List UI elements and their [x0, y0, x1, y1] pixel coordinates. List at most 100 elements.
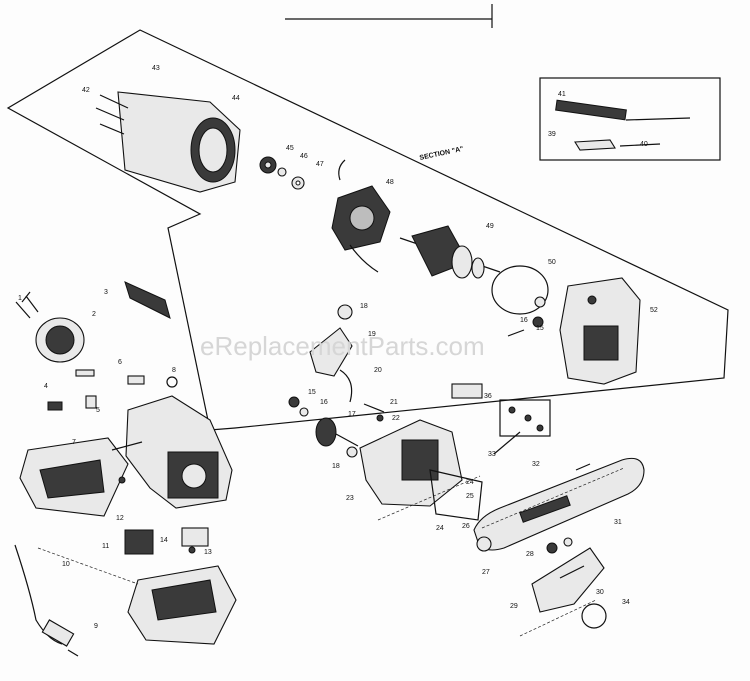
- part-34-ring: [581, 603, 607, 629]
- power-cord: [14, 544, 63, 645]
- screw-1b: [25, 295, 39, 313]
- callout-4: 4: [44, 383, 48, 390]
- callout-42: 42: [82, 87, 90, 94]
- part-28-nut: [546, 542, 558, 554]
- part-18-knob: [337, 304, 353, 320]
- part-48-lead-wire: [349, 244, 379, 273]
- part-41-file-guide: [555, 99, 627, 121]
- callout-36: 36: [484, 393, 492, 400]
- part-11-switch: [124, 529, 154, 555]
- callout-32: 32: [532, 461, 540, 468]
- callout-44: 44: [232, 95, 240, 102]
- callout-15-center: 15: [308, 389, 316, 396]
- part-3-brush-spring: [124, 281, 171, 319]
- plug: [41, 619, 75, 647]
- chain-link-c: [536, 424, 544, 432]
- leader-10: [37, 547, 139, 585]
- callout-11: 11: [102, 543, 109, 550]
- part-33-chain-group: [499, 399, 551, 437]
- part-27-sprocket-nose: [476, 536, 492, 552]
- callout-13: 13: [204, 549, 212, 556]
- part-10-handle-grip: [151, 579, 217, 621]
- callout-18-bottom: 18: [332, 463, 340, 470]
- callout-29: 29: [510, 603, 518, 610]
- callout-22: 22: [392, 415, 400, 422]
- callout-1: 1: [18, 295, 22, 302]
- part-15-nut-right: [532, 316, 544, 328]
- plug-prong: [67, 649, 79, 657]
- leader-33: [493, 431, 521, 455]
- callout-34: 34: [622, 599, 630, 606]
- part-48-bore: [349, 205, 375, 231]
- part-8-brush-holder: [127, 375, 145, 385]
- part-6-cap: [85, 395, 97, 409]
- part-21-bolt: [363, 403, 385, 413]
- part-22-nut: [376, 414, 384, 422]
- screw-42a: [99, 94, 129, 109]
- leader-1: [21, 291, 31, 303]
- chain-link-b: [524, 414, 532, 422]
- part-48-wire-top: [338, 159, 346, 181]
- callout-8: 8: [172, 367, 176, 374]
- callout-40: 40: [640, 141, 648, 148]
- part-12-screw: [118, 476, 126, 484]
- callout-16-center: 16: [320, 399, 328, 406]
- callout-52: 52: [650, 307, 658, 314]
- part-5-brush: [75, 369, 95, 377]
- callout-31: 31: [614, 519, 622, 526]
- part-40-rod: [619, 143, 661, 147]
- watermark: eReplacementParts.com: [200, 331, 485, 361]
- screw-42c: [99, 123, 125, 135]
- inset-box: [539, 77, 721, 161]
- part-41-rod: [625, 117, 691, 121]
- part-49-fan: [471, 257, 485, 279]
- callout-30: 30: [596, 589, 604, 596]
- callout-20: 20: [374, 367, 382, 374]
- part-28-washer: [563, 537, 573, 547]
- callout-45: 45: [286, 145, 294, 152]
- callout-33: 33: [488, 451, 496, 458]
- part-52-boss: [587, 295, 597, 305]
- callout-18-top: 18: [360, 303, 368, 310]
- callout-24-right: 24: [466, 479, 474, 486]
- part-16-bearing-right: [534, 296, 546, 308]
- callout-17: 17: [348, 411, 356, 418]
- callout-16-right: 16: [520, 317, 528, 324]
- screw-1a: [15, 301, 31, 319]
- part-17-sprocket: [315, 417, 337, 447]
- part-49-commutator: [451, 245, 473, 279]
- part-16-washer: [299, 407, 309, 417]
- leader-9: [111, 441, 143, 451]
- part-52-recess: [583, 325, 619, 361]
- motor-housing-bore: [181, 463, 207, 489]
- part-9-handle-grip: [39, 459, 105, 499]
- callout-14: 14: [160, 537, 168, 544]
- callout-5: 5: [96, 407, 100, 414]
- part-15-nut: [288, 396, 300, 408]
- callout-12: 12: [116, 515, 124, 522]
- callout-21: 21: [390, 399, 398, 406]
- callout-23: 23: [346, 495, 354, 502]
- part-30-cover-rib: [559, 565, 585, 579]
- part-7-clip: [166, 376, 178, 388]
- leader-24: [377, 475, 481, 521]
- screw-42b: [95, 107, 125, 121]
- part-47-washer-hole: [295, 180, 301, 186]
- part-36-chain-link: [451, 383, 483, 399]
- callout-15-right: 15: [536, 325, 544, 332]
- part-23-gear-case-inner: [401, 439, 439, 481]
- callout-39: 39: [548, 131, 556, 138]
- callout-48: 48: [386, 179, 394, 186]
- callout-3: 3: [104, 289, 108, 296]
- part-17-shaft: [335, 433, 359, 447]
- callout-28: 28: [526, 551, 534, 558]
- part-4-clip: [47, 401, 63, 411]
- chain-link-a: [508, 406, 516, 414]
- callout-27: 27: [482, 569, 490, 576]
- callout-24-left: 24: [436, 525, 444, 532]
- callout-25: 25: [466, 493, 474, 500]
- callout-43: 43: [152, 65, 160, 72]
- part-14-switch-cover: [181, 527, 209, 547]
- part-2-cap-recess: [45, 325, 75, 355]
